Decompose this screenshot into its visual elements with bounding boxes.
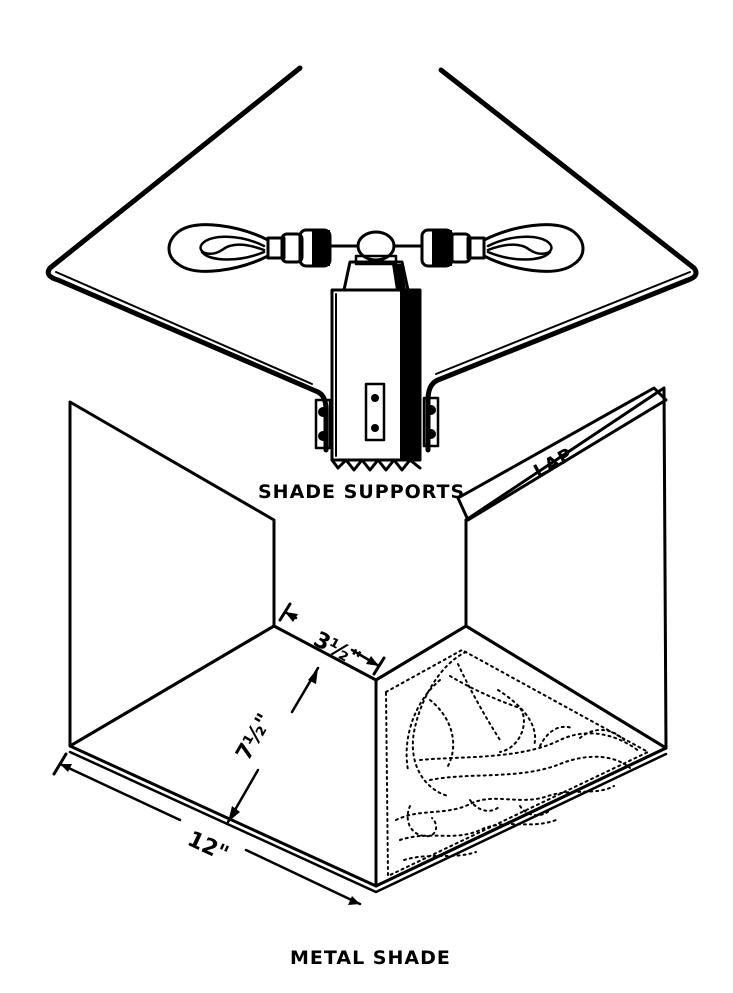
- right-clamp: [422, 396, 440, 448]
- shade-right-panel: [464, 386, 668, 750]
- metal-shade: LAP 3½" 7½" 12" METAL SH: [52, 386, 668, 969]
- shade-supports-assembly: SHADE SUPPORTS: [45, 65, 699, 503]
- shade-supports-label: SHADE SUPPORTS: [258, 481, 465, 503]
- dimension-depth: 7½": [226, 666, 320, 824]
- shade-floor: [68, 624, 668, 888]
- shade-left-panel: [68, 400, 276, 748]
- shade-lap: [456, 386, 668, 522]
- lap-label: LAP: [530, 444, 577, 483]
- shade-front-panel: [374, 624, 668, 888]
- socket-block: [330, 288, 422, 472]
- left-bulb-arm: [167, 223, 360, 273]
- left-bulb-icon: [167, 223, 270, 273]
- dimension-top-width-label: 3½": [309, 627, 364, 672]
- dimension-length-label: 12": [183, 827, 232, 867]
- right-bulb-icon: [482, 223, 585, 273]
- dimension-length: 12": [52, 752, 362, 906]
- socket-collar: [342, 230, 410, 292]
- right-bulb-arm: [392, 223, 585, 273]
- left-support-wire: [45, 65, 329, 453]
- metal-shade-label: METAL SHADE: [290, 947, 451, 969]
- left-clamp: [314, 398, 332, 450]
- perforated-ship-design: [384, 648, 651, 878]
- dimension-depth-label: 7½": [232, 710, 278, 765]
- right-support-wire: [425, 67, 699, 453]
